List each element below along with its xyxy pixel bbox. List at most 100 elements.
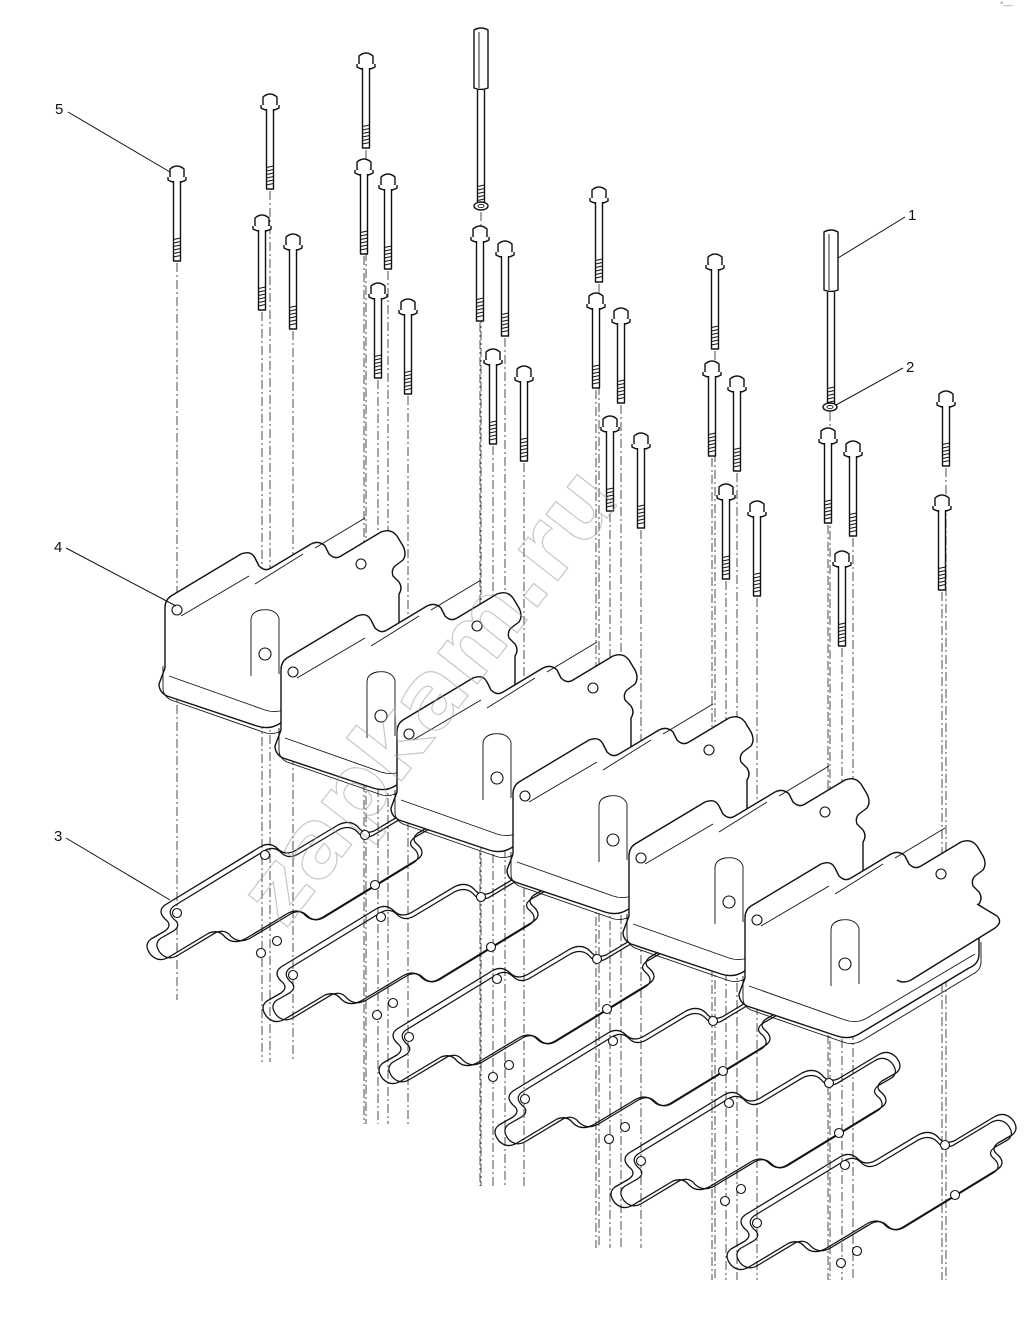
cap-screw bbox=[586, 292, 606, 389]
gasket-hole bbox=[503, 1059, 515, 1071]
cover-bolt-hole bbox=[606, 833, 620, 847]
gasket-hole bbox=[723, 1097, 735, 1109]
gasket bbox=[610, 1051, 901, 1209]
cap-screw bbox=[260, 93, 280, 190]
cover-bolt-hole bbox=[722, 895, 736, 909]
cap-screw bbox=[167, 165, 187, 262]
cover-bolt-hole bbox=[838, 957, 852, 971]
callout-leaders bbox=[65, 111, 906, 901]
leader-4 bbox=[65, 547, 177, 607]
washer bbox=[473, 201, 489, 211]
gasket-hole bbox=[375, 911, 387, 923]
cap-screw bbox=[589, 186, 609, 283]
cap-screw bbox=[600, 415, 620, 512]
callout-2: 2 bbox=[906, 359, 914, 376]
cap-screw bbox=[716, 483, 736, 580]
gasket-hole bbox=[287, 969, 299, 981]
callout-3: 3 bbox=[54, 828, 62, 845]
cover-bolt-hole bbox=[635, 852, 647, 864]
cap-screw bbox=[832, 550, 852, 647]
gasket-hole bbox=[719, 1195, 731, 1207]
valve-cover bbox=[738, 827, 986, 1045]
gasket-hole bbox=[601, 1003, 613, 1015]
gasket-hole bbox=[823, 1077, 835, 1089]
cover-bolt-hole bbox=[471, 620, 483, 632]
leader-5 bbox=[67, 111, 171, 173]
cap-screw bbox=[354, 158, 374, 255]
cap-screw bbox=[843, 440, 863, 537]
cover-bolt-hole bbox=[287, 666, 299, 678]
gasket-hole bbox=[949, 1189, 961, 1201]
valve-cover-group bbox=[158, 517, 1001, 1045]
gasket-hole bbox=[403, 1031, 415, 1043]
gasket-hole bbox=[475, 891, 487, 903]
gasket-hole bbox=[619, 1121, 631, 1133]
stud bbox=[823, 229, 839, 411]
cover-side-flange bbox=[896, 903, 1001, 983]
cap-screw bbox=[368, 282, 388, 379]
cap-screw bbox=[747, 500, 767, 597]
gasket-hole bbox=[487, 1071, 499, 1083]
cap-screw bbox=[932, 494, 952, 591]
gasket-hole bbox=[387, 997, 399, 1009]
gasket-hole bbox=[939, 1139, 951, 1151]
cover-bolt-hole bbox=[171, 604, 183, 616]
bolt-group bbox=[167, 27, 956, 647]
gasket-hole bbox=[359, 829, 371, 841]
cover-bolt-hole bbox=[258, 647, 272, 661]
cap-screw bbox=[727, 375, 747, 472]
gasket bbox=[146, 803, 437, 961]
gasket-hole bbox=[255, 947, 267, 959]
gasket-hole bbox=[835, 1257, 847, 1269]
cover-bolt-hole bbox=[490, 771, 504, 785]
cap-screw bbox=[252, 214, 272, 311]
cap-screw bbox=[705, 253, 725, 350]
gasket bbox=[726, 1113, 1017, 1271]
washer bbox=[822, 402, 838, 412]
cover-bolt-hole bbox=[355, 558, 367, 570]
gasket-hole bbox=[491, 973, 503, 985]
cap-screw bbox=[356, 52, 376, 149]
cap-screw bbox=[936, 390, 956, 467]
gasket-hole bbox=[839, 1159, 851, 1171]
gasket-hole bbox=[833, 1127, 845, 1139]
gasket-hole bbox=[635, 1155, 647, 1167]
cover-bolt-hole bbox=[751, 914, 763, 926]
cap-screw bbox=[398, 298, 418, 395]
cap-screw bbox=[283, 233, 303, 330]
cap-screw bbox=[495, 240, 515, 337]
gasket bbox=[378, 927, 669, 1085]
cover-bolt-hole bbox=[403, 728, 415, 740]
cap-screw bbox=[514, 365, 534, 462]
gasket-hole bbox=[259, 849, 271, 861]
gasket-hole bbox=[851, 1245, 863, 1257]
gasket-hole bbox=[717, 1065, 729, 1077]
callout-5: 5 bbox=[55, 101, 63, 118]
cap-screw bbox=[483, 348, 503, 445]
callout-1: 1 bbox=[908, 207, 916, 224]
cap-screw bbox=[470, 225, 490, 322]
gasket bbox=[262, 865, 553, 1023]
cap-screw bbox=[378, 173, 398, 270]
cover-bolt-hole bbox=[519, 790, 531, 802]
gasket-hole bbox=[751, 1217, 763, 1229]
gasket-hole bbox=[735, 1183, 747, 1195]
callout-4: 4 bbox=[54, 539, 62, 556]
cover-bolt-hole bbox=[935, 868, 947, 880]
stud bbox=[473, 27, 489, 209]
gasket-hole bbox=[603, 1133, 615, 1145]
leader-1 bbox=[837, 216, 906, 259]
leader-3 bbox=[65, 837, 171, 901]
gasket-hole bbox=[485, 941, 497, 953]
cover-bolt-hole bbox=[587, 682, 599, 694]
cap-screw bbox=[702, 360, 722, 457]
cap-screw bbox=[611, 307, 631, 404]
cap-screw bbox=[631, 432, 651, 529]
cover-bolt-hole bbox=[374, 709, 388, 723]
gasket-hole bbox=[369, 879, 381, 891]
gasket-group bbox=[146, 803, 1017, 1271]
gasket bbox=[494, 989, 785, 1147]
gasket-hole bbox=[171, 907, 183, 919]
gasket-hole bbox=[519, 1093, 531, 1105]
